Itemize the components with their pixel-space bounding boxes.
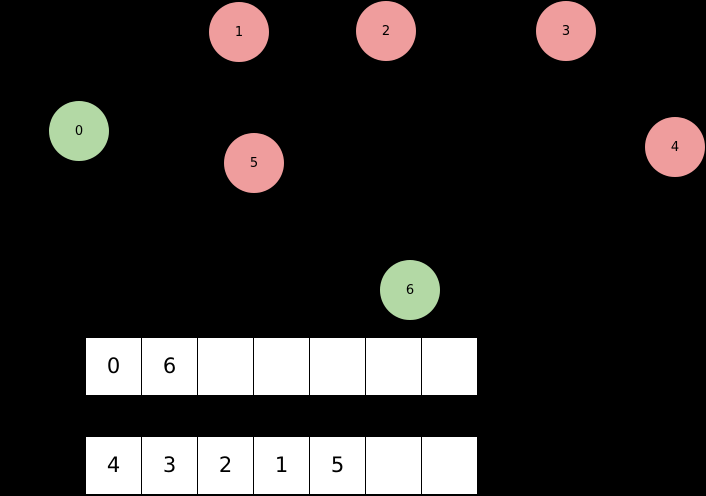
graph-node-label: 0 bbox=[74, 123, 84, 139]
array-cell[interactable] bbox=[421, 337, 478, 396]
array-cell[interactable]: 2 bbox=[197, 436, 254, 495]
array-cell-value: 2 bbox=[218, 453, 233, 477]
graph-node-label: 3 bbox=[561, 23, 571, 39]
array-cell[interactable]: 1 bbox=[253, 436, 310, 495]
array-cell-value: 4 bbox=[106, 453, 121, 477]
array-cell[interactable]: 5 bbox=[309, 436, 366, 495]
array-cell-value: 3 bbox=[162, 453, 177, 477]
array-cell[interactable] bbox=[421, 436, 478, 495]
graph-node-3[interactable]: 3 bbox=[536, 1, 596, 61]
graph-node-label: 5 bbox=[249, 155, 259, 171]
array-cell-value: 1 bbox=[274, 453, 289, 477]
array-cell[interactable] bbox=[365, 436, 422, 495]
array-cell[interactable]: 0 bbox=[85, 337, 142, 396]
graph-node-label: 2 bbox=[381, 23, 391, 39]
graph-node-6[interactable]: 6 bbox=[380, 260, 440, 320]
array-cell[interactable] bbox=[197, 337, 254, 396]
array-cell[interactable] bbox=[309, 337, 366, 396]
array-cell[interactable]: 4 bbox=[85, 436, 142, 495]
array-cell-value: 6 bbox=[162, 354, 177, 378]
graph-node-1[interactable]: 1 bbox=[209, 2, 269, 62]
array-cell[interactable]: 3 bbox=[141, 436, 198, 495]
graph-node-0[interactable]: 0 bbox=[49, 101, 109, 161]
array-cell-value: 0 bbox=[106, 354, 121, 378]
array-cell[interactable] bbox=[365, 337, 422, 396]
array-bottom: 4 3 2 1 5 bbox=[85, 436, 478, 495]
array-cell[interactable]: 6 bbox=[141, 337, 198, 396]
graph-node-2[interactable]: 2 bbox=[356, 1, 416, 61]
graph-node-4[interactable]: 4 bbox=[645, 117, 705, 177]
graph-node-5[interactable]: 5 bbox=[224, 133, 284, 193]
graph-node-label: 6 bbox=[405, 282, 415, 298]
graph-node-label: 4 bbox=[670, 139, 680, 155]
array-cell[interactable] bbox=[253, 337, 310, 396]
graph-node-label: 1 bbox=[234, 24, 244, 40]
array-cell-value: 5 bbox=[330, 453, 345, 477]
